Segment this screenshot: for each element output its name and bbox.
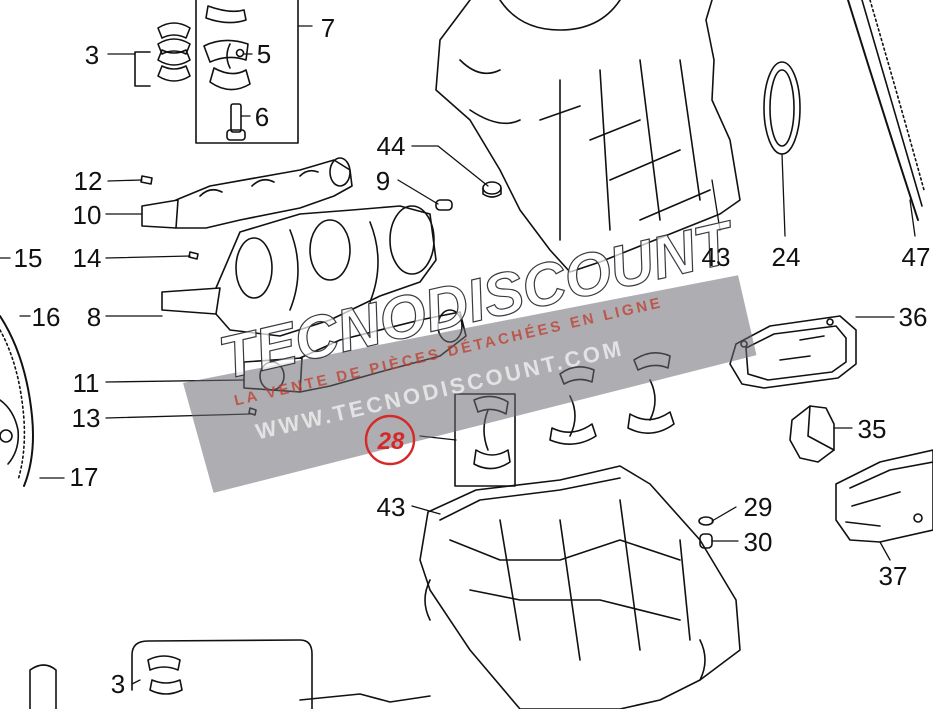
cap-35: [789, 405, 835, 463]
bush-30: [699, 533, 713, 549]
dowel-9: [435, 199, 453, 211]
callout-36: 36: [899, 302, 928, 332]
highlight-circle-28: [364, 414, 416, 466]
washer-29: [698, 516, 714, 526]
callout-14: 14: [73, 243, 102, 273]
callout-6: 6: [255, 102, 269, 132]
callout-43a: 43: [702, 242, 731, 272]
box-7: [195, 0, 299, 144]
timing-gear-16-17: [0, 315, 34, 487]
callout-28: 28: [377, 428, 405, 455]
crankshaft-8: [161, 205, 437, 337]
callout-29: 29: [744, 492, 773, 522]
callout-47: 47: [902, 242, 931, 272]
callout-43b: 43: [377, 492, 406, 522]
callout-35: 35: [858, 414, 887, 444]
engine-block-43-upper: [435, 0, 741, 273]
ring-seal-24: [763, 61, 801, 155]
callout-8: 8: [87, 302, 101, 332]
callout-5: 5: [257, 39, 271, 69]
callout-3a: 3: [85, 40, 99, 70]
bearing-shells-3-top: [157, 22, 191, 82]
camshaft-10: [141, 157, 353, 229]
callout-24: 24: [772, 242, 801, 272]
pin-14: [188, 251, 199, 260]
plug-44: [482, 181, 502, 198]
callout-3b: 3: [111, 669, 125, 699]
callout-9: 9: [376, 166, 390, 196]
callout-30: 30: [744, 527, 773, 557]
flywheel-47: [847, 0, 925, 221]
callout-37: 37: [879, 561, 908, 591]
cover-37: [835, 449, 933, 543]
callout-15: 15: [14, 243, 43, 273]
watermark: TECNODISCOUNT LA VENTE DE PIÈCES DÉTACHÉ…: [183, 207, 757, 493]
callout-17: 17: [70, 462, 99, 492]
callout-13: 13: [72, 403, 101, 433]
bolt-6: [226, 103, 246, 141]
bracket-3-top: [134, 51, 151, 87]
callout-11: 11: [73, 368, 100, 398]
box-bottom-left: [29, 639, 431, 709]
callout-7: 7: [321, 13, 335, 43]
callout-10: 10: [73, 200, 102, 230]
callout-12: 12: [74, 166, 103, 196]
connecting-rod-caps-7: [203, 5, 251, 91]
callout-44: 44: [377, 131, 406, 161]
washer-5: [235, 48, 245, 58]
crankcase-lower-43: [419, 465, 741, 709]
callout-16: 16: [32, 302, 61, 332]
